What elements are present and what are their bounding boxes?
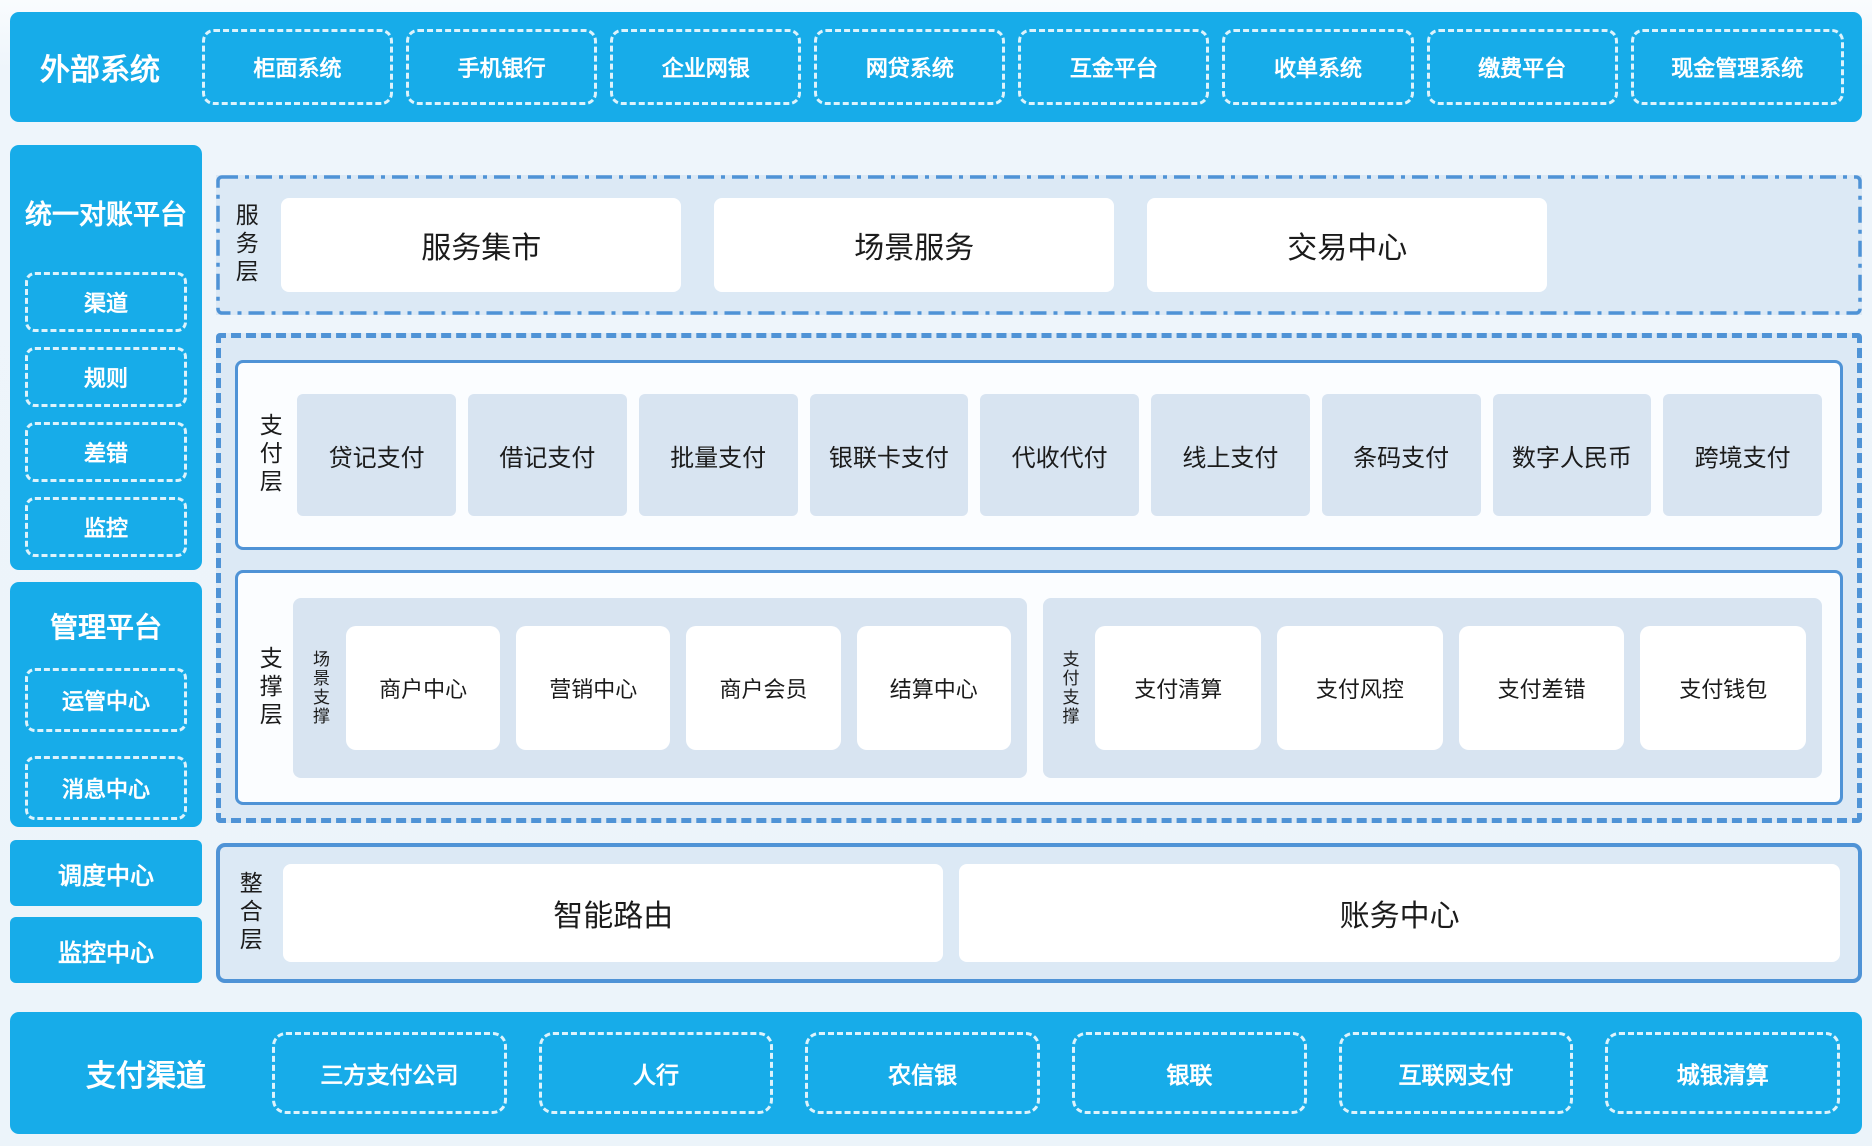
scene-support-item: 结算中心 (856, 625, 1011, 750)
service-layer-label: 服务层 (232, 203, 259, 287)
external-systems-title: 外部系统 (40, 54, 160, 87)
payment-layer-items: 贷记支付 借记支付 批量支付 银联卡支付 代收代付 线上支付 条码支付 数字人民… (297, 394, 1823, 516)
payment-channels-title: 支付渠道 (86, 1060, 206, 1093)
payment-channel-item: 城银清算 (1605, 1032, 1841, 1114)
payment-support-items: 支付清算 支付风控 支付差错 支付钱包 (1095, 625, 1807, 750)
payment-channels-items: 三方支付公司 人行 农信银 银联 互联网支付 城银清算 (272, 1032, 1841, 1114)
external-systems-bar: 外部系统 柜面系统 手机银行 企业网银 网贷系统 互金平台 收单系统 缴费平台 … (10, 12, 1862, 122)
payment-support-label: 支付支撑 (1059, 649, 1079, 726)
integration-item: 账务中心 (959, 864, 1840, 962)
reconciliation-item: 差错 (25, 422, 187, 482)
payment-item: 跨境支付 (1663, 394, 1823, 516)
management-platform-title: 管理平台 (49, 612, 162, 643)
monitor-center-block: 监控中心 (10, 917, 202, 983)
payment-channel-item: 三方支付公司 (272, 1032, 507, 1114)
integration-layer-label: 整合层 (236, 871, 263, 955)
payment-item: 贷记支付 (297, 394, 457, 516)
management-item: 消息中心 (25, 756, 187, 820)
service-item: 交易中心 (1147, 198, 1548, 292)
payment-item: 批量支付 (638, 394, 798, 516)
external-system-item: 企业网银 (610, 29, 802, 105)
payment-support-item: 支付钱包 (1640, 625, 1807, 750)
scene-support-item: 商户会员 (686, 625, 841, 750)
service-item: 服务集市 (281, 198, 682, 292)
support-layer-groups: 场景支撑 商户中心 营销中心 商户会员 结算中心 支付支撑 (293, 597, 1822, 778)
support-layer-label: 支撑层 (256, 645, 283, 730)
payment-layer-label: 支付层 (256, 413, 283, 497)
external-system-item: 收单系统 (1222, 29, 1414, 105)
scene-support-items: 商户中心 营销中心 商户会员 结算中心 (345, 625, 1011, 750)
payment-support-item: 支付风控 (1277, 625, 1443, 750)
reconciliation-item: 监控 (25, 497, 187, 557)
payment-item: 代收代付 (980, 394, 1140, 516)
payment-item: 线上支付 (1151, 394, 1310, 516)
dispatch-center-block: 调度中心 (10, 840, 202, 906)
payment-channel-item: 人行 (538, 1032, 774, 1114)
integration-layer-items: 智能路由 账务中心 (283, 864, 1840, 962)
payment-channel-item: 银联 (1072, 1032, 1307, 1114)
payment-channel-item: 农信银 (805, 1032, 1041, 1114)
scene-support-label: 场景支撑 (309, 649, 329, 726)
management-item: 运管中心 (25, 668, 187, 732)
service-item: 场景服务 (714, 198, 1115, 292)
external-system-item: 手机银行 (406, 29, 598, 105)
reconciliation-platform-block: 统一对账平台 渠道 规则 差错 监控 (10, 145, 202, 570)
external-system-item: 缴费平台 (1426, 29, 1618, 105)
reconciliation-item: 渠道 (25, 272, 187, 332)
integration-item: 智能路由 (283, 864, 944, 962)
management-platform-block: 管理平台 运管中心 消息中心 (10, 582, 202, 827)
payment-layer: 支付层 贷记支付 借记支付 批量支付 银联卡支付 代收代付 线上支付 条码支付 (235, 360, 1843, 550)
payment-channel-item: 互联网支付 (1338, 1032, 1574, 1114)
reconciliation-platform-title: 统一对账平台 (25, 200, 187, 230)
payment-support-group: 支付支撑 支付清算 支付风控 支付差错 支付钱包 (1042, 597, 1822, 778)
integration-layer: 整合层 智能路由 账务中心 (216, 843, 1862, 983)
external-system-item: 现金管理系统 (1630, 29, 1844, 105)
external-system-item: 柜面系统 (202, 29, 394, 105)
payment-item: 银联卡支付 (809, 394, 969, 516)
payment-support-item: 支付清算 (1095, 625, 1262, 750)
support-layer: 支撑层 场景支撑 商户中心 营销中心 商户会员 结算中心 (235, 570, 1843, 805)
payment-item: 数字人民币 (1492, 394, 1652, 516)
payment-item: 条码支付 (1321, 394, 1481, 516)
payment-item: 借记支付 (468, 394, 627, 516)
service-layer-items: 服务集市 场景服务 交易中心 (281, 198, 1548, 292)
payment-channels-bar: 支付渠道 三方支付公司 人行 农信银 银联 互联网支付 城银清算 (10, 1012, 1862, 1134)
reconciliation-platform-items: 渠道 规则 差错 监控 (10, 272, 202, 557)
external-system-item: 互金平台 (1018, 29, 1210, 105)
scene-support-group: 场景支撑 商户中心 营销中心 商户会员 结算中心 (293, 597, 1027, 778)
reconciliation-item: 规则 (25, 347, 187, 407)
payment-support-item: 支付差错 (1458, 625, 1625, 750)
scene-support-item: 营销中心 (516, 625, 671, 750)
service-layer: 服务层 服务集市 场景服务 交易中心 (216, 175, 1862, 315)
management-platform-items: 运管中心 消息中心 (10, 668, 202, 820)
external-system-item: 网贷系统 (814, 29, 1006, 105)
external-systems-items: 柜面系统 手机银行 企业网银 网贷系统 互金平台 收单系统 缴费平台 现金管理系… (202, 29, 1844, 105)
scene-support-item: 商户中心 (345, 625, 501, 750)
core-layers-wrap: 支付层 贷记支付 借记支付 批量支付 银联卡支付 代收代付 线上支付 条码支付 (216, 333, 1862, 823)
